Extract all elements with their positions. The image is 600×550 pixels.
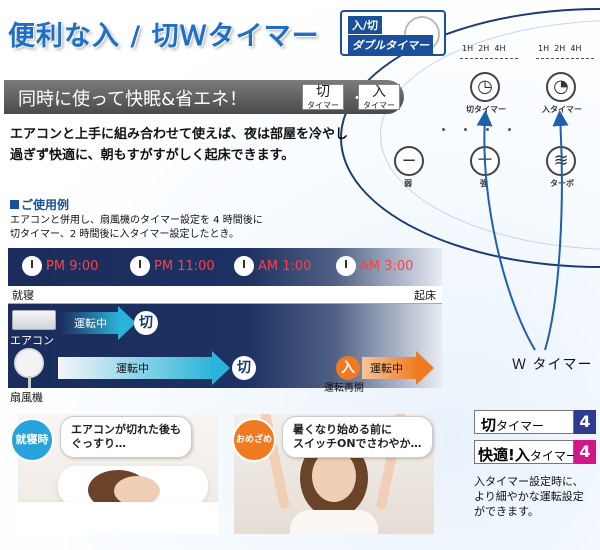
time-pm11: PM 11:00 xyxy=(130,256,215,276)
w-timer-label: Ｗ タイマー xyxy=(512,357,593,373)
fan-run-arrow: 運転中 xyxy=(58,351,230,385)
scene-tag-sleep: 就寝時 xyxy=(10,418,54,462)
plus-icon: ＋ xyxy=(476,150,494,171)
strong-button[interactable]: ＋ xyxy=(470,146,500,176)
scene-bubble-sleep: エアコンが切れた後も ぐっすり… xyxy=(60,416,192,458)
off-timer-indicator xyxy=(460,58,518,64)
wind-icon: ≋ xyxy=(553,150,569,171)
badge-line-1: 入/切 xyxy=(348,16,383,34)
fan-label: 扇風機 xyxy=(10,391,43,404)
minus-icon: − xyxy=(401,150,417,171)
subheader-bar: 同時に使って快眠&省エネ！ 切タイマー ・ 入タイマー xyxy=(4,80,404,114)
aircon-label: エアコン xyxy=(10,334,54,347)
indicator-dot xyxy=(464,128,467,131)
sleep-bar: 就寝 起床 xyxy=(8,286,442,304)
off-timer-value: 4 xyxy=(574,410,596,434)
on-timer-button[interactable]: ◔ xyxy=(546,72,576,102)
turbo-label: ターボ xyxy=(550,179,574,188)
description: エアコンと上手に組み合わせて使えば、夜は部屋を冷やし 過ぎず快適に、朝もすがすが… xyxy=(10,127,349,163)
fan-stand xyxy=(28,376,31,388)
scene-bubble-wake: 暑くなり始める前に スイッチONでさわやか… xyxy=(282,416,433,458)
restart-label: 運転再開 xyxy=(324,383,364,394)
off-timer-tag: 切タイマー xyxy=(302,84,344,110)
turbo-button[interactable]: ≋ xyxy=(546,146,576,176)
subheader-text: 同時に使って快眠&省エネ！ xyxy=(18,89,248,110)
time-pm9: PM 9:00 xyxy=(22,256,98,276)
badge-line-2: ダブルタイマー xyxy=(348,35,433,55)
on-timer-indicator xyxy=(536,58,594,64)
on-timer-tag: 入タイマー xyxy=(358,84,400,110)
usage-text: エアコンと併用し、扇風機のタイマー設定を 4 時間後に 切タイマー、2 時間後に… xyxy=(10,215,263,240)
off-timer-button[interactable]: ◷ xyxy=(470,72,500,102)
fan-icon xyxy=(14,348,44,378)
weak-button[interactable]: − xyxy=(394,146,424,176)
fan-on-symbol: 入 xyxy=(336,356,360,380)
shirt xyxy=(290,510,378,534)
clock-icon xyxy=(130,256,150,276)
clock-icon: ◷ xyxy=(477,76,493,97)
off-timer-hours: 1H 2H 4H xyxy=(462,44,506,53)
clock-icon xyxy=(22,256,42,276)
usage-heading: ご使用例 xyxy=(10,196,69,213)
fan-rerun-arrow: 運転中 xyxy=(362,351,436,385)
wake-label: 起床 xyxy=(414,289,436,302)
page-title: 便利な入 / 切Ｗタイマー xyxy=(8,21,320,52)
strong-label: 強 xyxy=(480,179,488,188)
timer-note: 入タイマー設定時に、 より細やかな運転設定 ができます。 xyxy=(474,475,584,518)
sleep-label: 就寝 xyxy=(12,289,34,302)
scene-tag-wake: おめざめ xyxy=(232,418,276,462)
aircon-icon xyxy=(12,310,56,330)
indicator-dot xyxy=(508,128,511,131)
on-timer-value: 4 xyxy=(574,440,596,464)
weak-label: 弱 xyxy=(404,179,412,188)
on-timer-hours: 1H 2H 4H xyxy=(538,44,582,53)
fan-off-symbol: 切 xyxy=(232,356,256,380)
clock-icon xyxy=(336,256,356,276)
clock-icon: ◔ xyxy=(553,76,569,97)
off-timer-label: 切タイマー xyxy=(466,105,506,114)
aircon-run-arrow: 運転中 xyxy=(62,306,136,340)
time-am3: AM 3:00 xyxy=(336,256,413,276)
clock-icon xyxy=(234,256,254,276)
w-timer-badge: 入/切 ダブルタイマー xyxy=(340,10,446,56)
aircon-off-symbol: 切 xyxy=(134,311,158,335)
on-timer-label: 入タイマー xyxy=(542,105,582,114)
time-am1: AM 1:00 xyxy=(234,256,311,276)
indicator-dot xyxy=(442,128,445,131)
indicator-dot xyxy=(486,128,489,131)
